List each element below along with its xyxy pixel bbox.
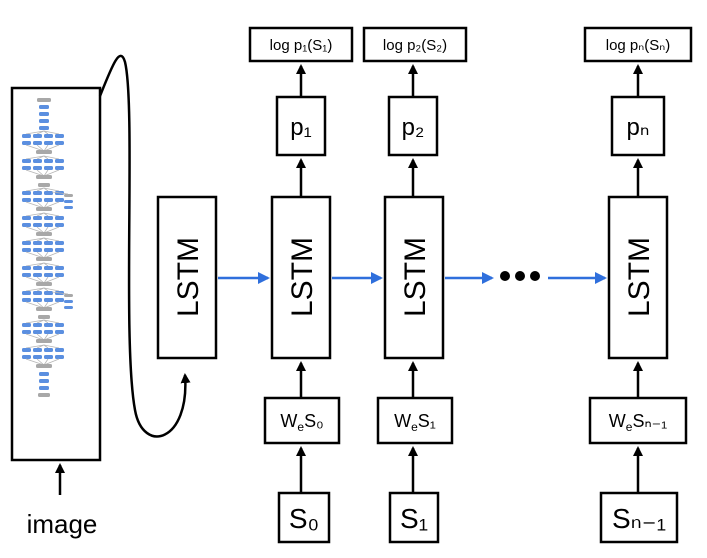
p-label-n: pₙ [627,114,650,141]
word-label-1: S₀ [289,503,319,534]
word-label-2: S₁ [400,503,428,534]
embed-label-2: WeS₁ [394,411,436,434]
embed-box-n [588,396,688,445]
lstm-label-2: LSTM [399,237,432,317]
p-label-2: p₂ [402,114,425,141]
logp-box-2 [362,26,468,63]
word-box-n [599,491,679,544]
timestep-n: log pₙ(Sₙ) pₙ LSTM WeSₙ₋₁ Sₙ₋₁ [583,26,693,544]
embed-label-n: WeSₙ₋₁ [609,411,667,434]
timestep-1: log p₁(S₁) p₁ LSTM WeS₀ S₀ [248,26,354,544]
word-box-1 [277,491,331,544]
p-box-1 [275,95,327,157]
lstm-initial-label: LSTM [172,237,205,317]
embed-label-1: WeS₀ [280,411,323,434]
cnn-network-graphic [22,98,73,397]
word-box-2 [388,491,440,544]
word-label-n: Sₙ₋₁ [612,503,666,534]
lstm-box-2 [383,195,445,360]
lstm-label-n: LSTM [623,237,656,317]
logp-box-n [583,26,693,63]
image-label: image [27,509,98,539]
timestep-2: log p₂(S₂) p₂ LSTM WeS₁ S₁ [362,26,468,544]
lstm-box-n [607,195,669,360]
cnn-box [10,86,102,462]
p-box-2 [387,95,439,157]
lstm-box-1 [270,195,332,360]
p-box-n [610,95,666,157]
ellipsis-dots: ••• [500,271,540,281]
p-label-1: p₁ [290,114,311,141]
lstm-initial: LSTM [156,195,218,360]
lstm-label-1: LSTM [286,237,319,317]
embed-box-2 [376,396,454,445]
logp-label-1: log p₁(S₁) [270,37,333,54]
embed-box-1 [263,396,341,445]
logp-label-n: log pₙ(Sₙ) [606,37,670,54]
cnn-to-lstm-connector [98,54,191,438]
logp-label-2: log p₂(S₂) [383,37,447,54]
logp-box-1 [248,26,354,63]
